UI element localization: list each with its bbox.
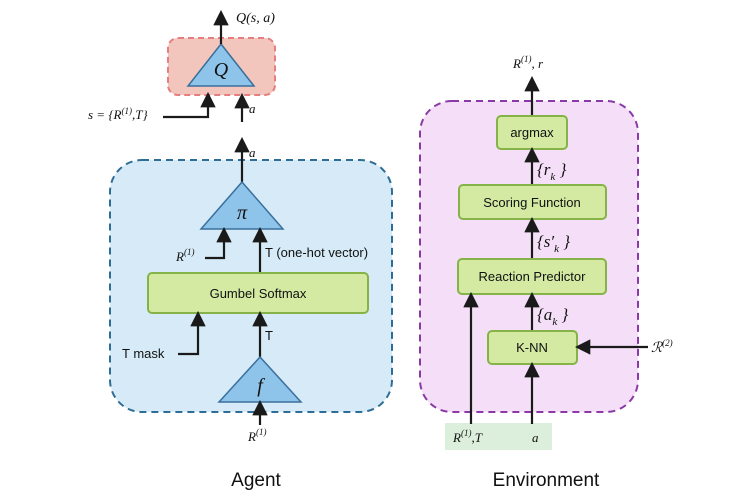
environment-caption: Environment — [493, 470, 600, 491]
ak-label: {ak } — [537, 305, 568, 328]
q-network-symbol: Q — [214, 59, 229, 81]
env-output-label: R(1), r — [512, 54, 544, 71]
state-arrow — [163, 91, 216, 119]
policy-input-arrow — [205, 226, 232, 260]
tmask-label: T mask — [122, 346, 165, 361]
state-label: s = {R(1),T} — [88, 106, 148, 122]
f-input-label: R(1) — [247, 427, 266, 444]
action-from-pi-label: a — [249, 145, 256, 160]
rk-label: {rk } — [537, 160, 567, 183]
f-network-symbol: f — [257, 375, 265, 397]
tmask-arrow — [178, 310, 206, 356]
r2-label: ℛ(2) — [651, 338, 673, 356]
env-input-left-label: R(1),T — [452, 428, 483, 445]
sk-label: {s′k } — [537, 232, 570, 255]
environment-container — [419, 100, 639, 413]
q-output-label: Q(s, a) — [236, 11, 275, 26]
action-to-q-label: a — [249, 101, 256, 116]
policy-input-label: R(1) — [175, 247, 194, 264]
reaction-predictor-label: Reaction Predictor — [479, 269, 587, 284]
policy-symbol: π — [237, 202, 248, 224]
scoring-function-label: Scoring Function — [483, 195, 581, 210]
gumbel-softmax-label: Gumbel Softmax — [210, 286, 307, 301]
t-label: T — [265, 328, 273, 343]
knn-label: K-NN — [516, 340, 548, 355]
argmax-label: argmax — [510, 125, 554, 140]
env-input-right-label: a — [532, 430, 539, 445]
q-network-triangle — [186, 42, 256, 87]
env-input-strip — [445, 423, 552, 450]
onehot-label: T (one-hot vector) — [265, 245, 368, 260]
agent-caption: Agent — [231, 470, 281, 491]
policy-triangle — [199, 180, 285, 230]
